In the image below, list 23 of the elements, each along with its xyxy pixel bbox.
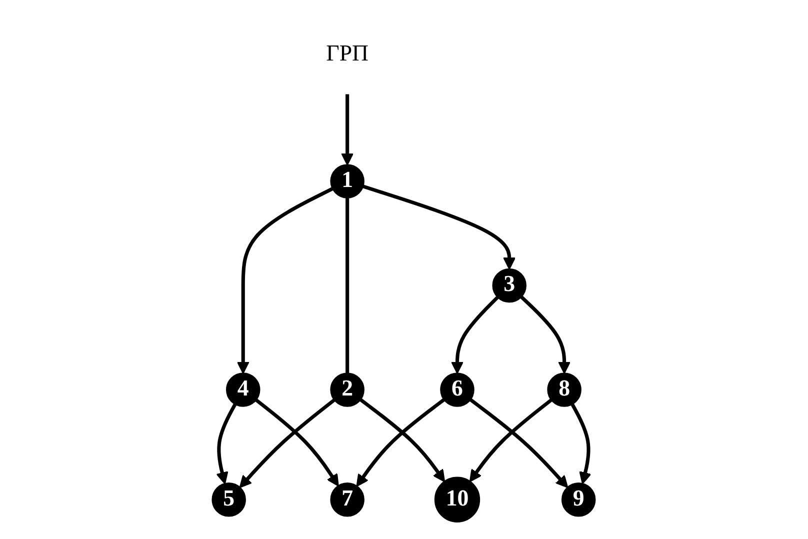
node-circle: 3 [492, 268, 527, 304]
arrow [362, 185, 516, 270]
arrow [341, 94, 354, 166]
node-circle: 7 [330, 482, 365, 518]
arrow [255, 398, 340, 487]
arrow [237, 187, 334, 374]
arrow [570, 404, 592, 485]
connector [346, 198, 350, 374]
node-text: ГРП [326, 42, 369, 67]
arrow [520, 296, 571, 374]
arrow [451, 296, 500, 374]
node-circle: 4 [226, 373, 261, 408]
node-circle: 9 [562, 482, 596, 518]
node-circle: 6 [440, 373, 475, 408]
arrow [470, 398, 553, 483]
node-circle: 2 [330, 373, 365, 408]
node-circle: 10 [434, 477, 480, 523]
arrow [216, 404, 238, 485]
node-circle: 5 [212, 482, 246, 518]
arrow [240, 398, 336, 488]
node-circle: 8 [547, 373, 582, 408]
node-circle: 1 [330, 164, 365, 199]
arrow [470, 398, 568, 488]
